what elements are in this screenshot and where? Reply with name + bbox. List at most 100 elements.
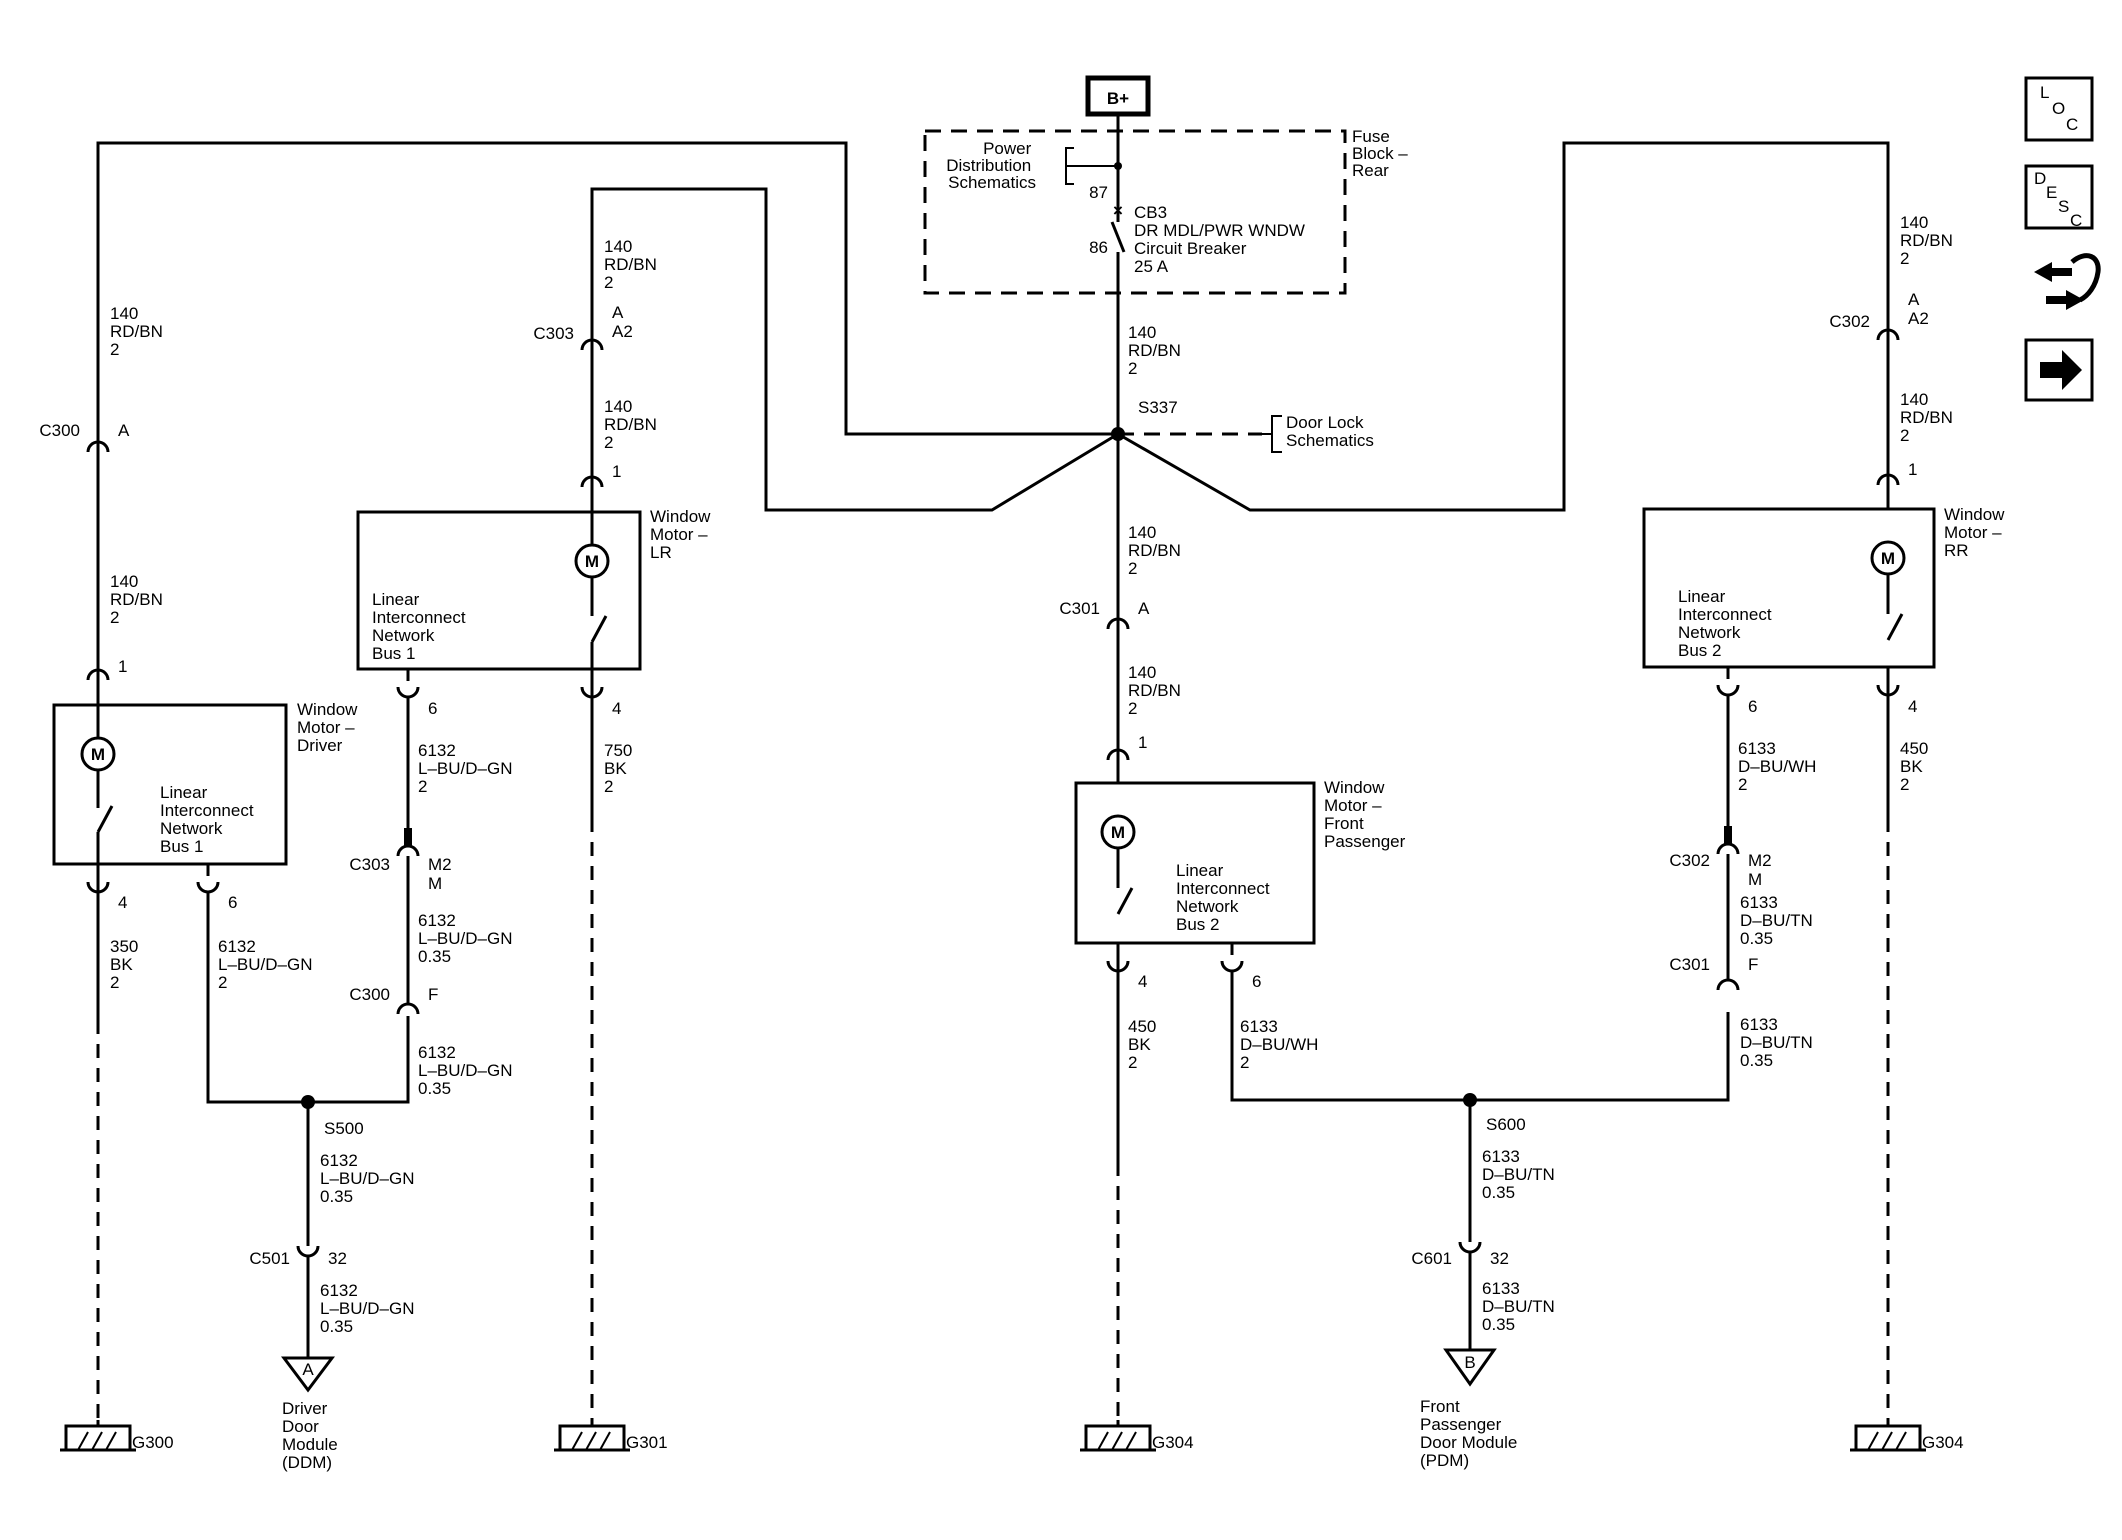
connector-c601: C601 bbox=[1411, 1249, 1452, 1268]
svg-text:O: O bbox=[2052, 99, 2065, 118]
splice-s337-label: S337 bbox=[1138, 398, 1178, 417]
svg-text:M2: M2 bbox=[1748, 851, 1772, 870]
svg-text:M: M bbox=[1881, 549, 1895, 568]
svg-text:A: A bbox=[612, 303, 624, 322]
description-icon[interactable]: D E S C bbox=[2024, 164, 2094, 230]
window-motor-driver[interactable] bbox=[52, 703, 288, 866]
svg-text:M: M bbox=[1111, 823, 1125, 842]
svg-text:4: 4 bbox=[1908, 697, 1917, 716]
svg-text:L: L bbox=[2040, 83, 2049, 102]
ground-g304-rr: G304 bbox=[1850, 1420, 1964, 1452]
ground-g304-fp: G304 bbox=[1080, 1420, 1194, 1452]
svg-text:G304: G304 bbox=[1152, 1433, 1194, 1452]
connector-c301-f: C301 bbox=[1669, 955, 1710, 974]
svg-text:32: 32 bbox=[328, 1249, 347, 1268]
fuse-block-label: Fuse Block – Rear bbox=[1352, 127, 1412, 180]
connector-c302-m2: C302 bbox=[1669, 851, 1710, 870]
power-distribution-reference[interactable]: Power Distribution Schematics bbox=[946, 139, 1036, 192]
svg-text:G300: G300 bbox=[132, 1433, 174, 1452]
svg-text:6: 6 bbox=[428, 699, 437, 718]
connector-c302-a: C302 bbox=[1829, 312, 1870, 331]
svg-text:A: A bbox=[1138, 599, 1150, 618]
svg-text:F: F bbox=[428, 985, 438, 1004]
pin-87: 87 bbox=[1089, 183, 1108, 202]
connector-c301-a: C301 bbox=[1059, 599, 1100, 618]
connector-end-view-icon[interactable] bbox=[2034, 253, 2101, 310]
svg-text:4: 4 bbox=[1138, 972, 1147, 991]
pin-86: 86 bbox=[1089, 238, 1108, 257]
svg-text:M2: M2 bbox=[428, 855, 452, 874]
svg-text:F: F bbox=[1748, 955, 1758, 974]
svg-text:D: D bbox=[2034, 169, 2046, 188]
window-motor-front-passenger[interactable] bbox=[1074, 781, 1316, 945]
connector-c300-f: C300 bbox=[349, 985, 390, 1004]
svg-text:1: 1 bbox=[612, 462, 621, 481]
connector-c300-a: C300 bbox=[39, 421, 80, 440]
location-icon[interactable]: L O C bbox=[2024, 76, 2094, 142]
svg-text:6: 6 bbox=[1748, 697, 1757, 716]
next-arrow-icon[interactable] bbox=[2024, 338, 2094, 402]
ground-g301: G301 bbox=[554, 1420, 668, 1452]
svg-text:M: M bbox=[1748, 870, 1762, 889]
svg-text:A: A bbox=[1908, 290, 1920, 309]
svg-text:C: C bbox=[2070, 211, 2082, 230]
svg-text:A2: A2 bbox=[1908, 309, 1929, 328]
connector-c303-a: C303 bbox=[533, 324, 574, 343]
svg-text:32: 32 bbox=[1490, 1249, 1509, 1268]
svg-text:6: 6 bbox=[1252, 972, 1261, 991]
window-motor-rr[interactable] bbox=[1642, 507, 1936, 669]
svg-text:M: M bbox=[91, 745, 105, 764]
svg-text:4: 4 bbox=[612, 699, 621, 718]
svg-text:G304: G304 bbox=[1922, 1433, 1964, 1452]
ground-g300: G300 bbox=[60, 1420, 174, 1452]
svg-text:S: S bbox=[2058, 197, 2069, 216]
svg-text:A: A bbox=[118, 421, 130, 440]
svg-text:A2: A2 bbox=[612, 322, 633, 341]
svg-text:E: E bbox=[2046, 183, 2057, 202]
svg-text:S600: S600 bbox=[1486, 1115, 1526, 1134]
svg-text:M: M bbox=[428, 874, 442, 893]
ddm-terminal[interactable] bbox=[281, 1356, 335, 1393]
svg-text:C: C bbox=[2066, 115, 2078, 134]
svg-text:1: 1 bbox=[118, 657, 127, 676]
battery-positive-label: B+ bbox=[1107, 89, 1129, 108]
pdm-terminal[interactable] bbox=[1443, 1348, 1497, 1387]
connector-c501: C501 bbox=[249, 1249, 290, 1268]
door-lock-reference[interactable]: Door Lock Schematics bbox=[1286, 413, 1374, 450]
svg-text:4: 4 bbox=[118, 893, 127, 912]
svg-text:1: 1 bbox=[1138, 733, 1147, 752]
svg-text:1: 1 bbox=[1908, 460, 1917, 479]
